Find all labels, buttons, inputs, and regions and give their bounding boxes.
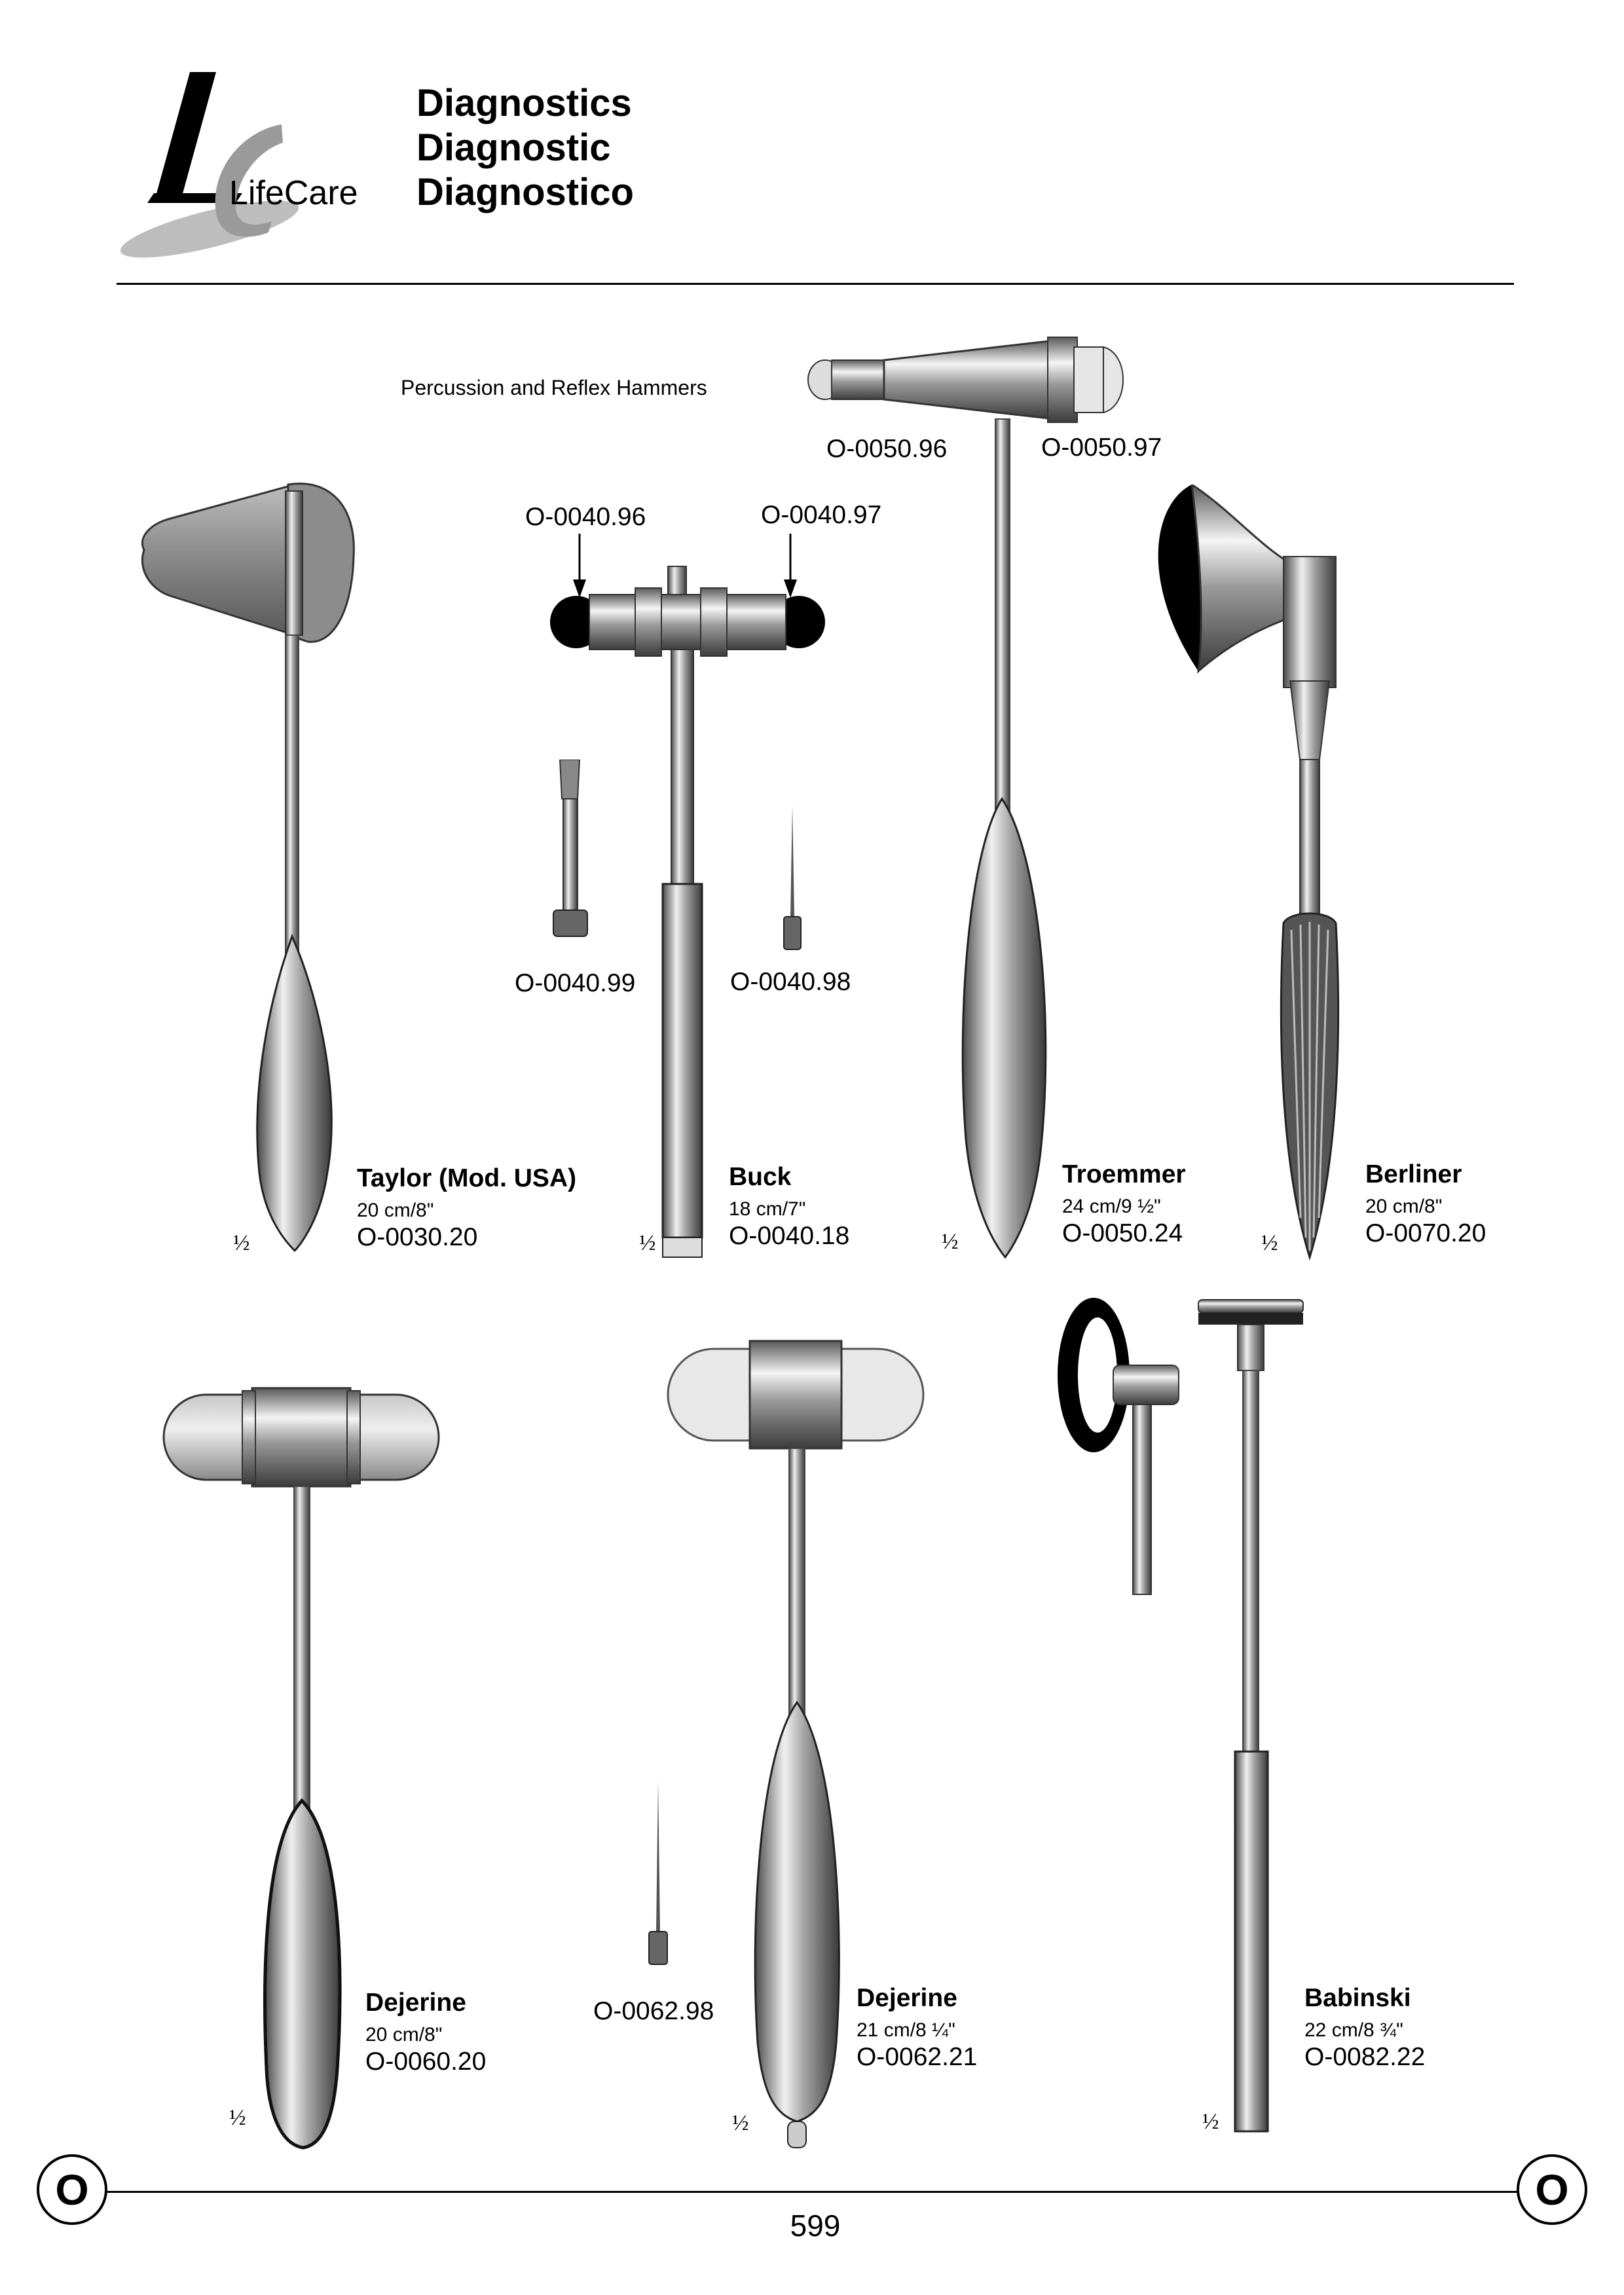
arrow-down-icon bbox=[784, 534, 797, 598]
product-size: 24 cm/9 ½" bbox=[1062, 1196, 1161, 1217]
scale-label: ½ bbox=[1202, 2110, 1219, 2134]
scale-label: ½ bbox=[732, 2111, 749, 2135]
product-code: O-0050.24 bbox=[1062, 1219, 1183, 1247]
arrow-down-icon bbox=[573, 534, 586, 598]
product-caption-berliner: Berliner 20 cm/8" O-0070.20 bbox=[1365, 1160, 1486, 1248]
product-caption-buck: Buck 18 cm/7" O-0040.18 bbox=[729, 1163, 849, 1251]
product-size: 21 cm/8 ¼" bbox=[857, 2019, 955, 2041]
product-caption-dejerine: Dejerine 20 cm/8" O-0060.20 bbox=[365, 1989, 486, 2076]
needle-attachment-illustration bbox=[783, 805, 802, 950]
code-label: O-0040.97 bbox=[761, 501, 882, 529]
code-label: O-0050.96 bbox=[826, 435, 948, 463]
section-marker-left: O bbox=[37, 2154, 107, 2225]
product-size: 20 cm/8" bbox=[357, 1200, 434, 1221]
product-code: O-0062.21 bbox=[857, 2043, 978, 2071]
product-size: 18 cm/7" bbox=[729, 1198, 806, 1220]
scale-label: ½ bbox=[233, 1231, 250, 1255]
title-spanish: Diagnostico bbox=[416, 171, 634, 213]
dejerine-needle-illustration bbox=[648, 1781, 668, 1965]
babinski-head-detail-illustration bbox=[1058, 1298, 1179, 1595]
product-code: O-0060.20 bbox=[365, 2047, 487, 2076]
title-english: Diagnostics bbox=[416, 82, 632, 124]
page-title: Diagnostics Diagnostic Diagnostico bbox=[416, 81, 634, 215]
dejerine-hammer-illustration bbox=[162, 1387, 440, 2150]
header-divider bbox=[117, 283, 1514, 285]
footer-divider bbox=[105, 2191, 1526, 2193]
buck-hammer-illustration bbox=[550, 566, 825, 1258]
product-size: 20 cm/8" bbox=[365, 2024, 443, 2046]
product-name: Taylor (Mod. USA) bbox=[357, 1164, 577, 1192]
product-caption-troemmer: Troemmer 24 cm/9 ½" O-0050.24 bbox=[1062, 1160, 1186, 1248]
page-number: 599 bbox=[790, 2209, 841, 2243]
babinski-hammer-illustration bbox=[1198, 1299, 1304, 2133]
code-label: O-0050.97 bbox=[1041, 433, 1162, 462]
product-name: Buck bbox=[729, 1163, 792, 1191]
code-label: O-0040.99 bbox=[515, 969, 636, 997]
product-name: Babinski bbox=[1304, 1984, 1411, 2012]
brand-name: LifeCare bbox=[229, 174, 358, 212]
product-code: O-0040.18 bbox=[729, 1222, 850, 1250]
code-label: O-0040.98 bbox=[730, 968, 851, 996]
code-label: O-0040.96 bbox=[525, 503, 646, 531]
troemmer-hammer-illustration bbox=[807, 337, 1124, 1259]
section-subtitle: Percussion and Reflex Hammers bbox=[401, 376, 707, 399]
product-caption-dejerine-2: Dejerine 21 cm/8 ¼" O-0062.21 bbox=[857, 1984, 977, 2072]
code-label: O-0062.98 bbox=[593, 1997, 714, 2025]
title-french: Diagnostic bbox=[416, 126, 611, 169]
product-code: O-0070.20 bbox=[1365, 1219, 1486, 1247]
product-caption-taylor: Taylor (Mod. USA) 20 cm/8" O-0030.20 bbox=[357, 1164, 576, 1252]
taylor-hammer-illustration bbox=[141, 483, 355, 1253]
section-marker-right: O bbox=[1517, 2154, 1587, 2225]
product-name: Berliner bbox=[1365, 1160, 1462, 1188]
product-caption-babinski: Babinski 22 cm/8 ¾" O-0082.22 bbox=[1304, 1984, 1425, 2072]
scale-label: ½ bbox=[639, 1231, 656, 1255]
berliner-hammer-illustration bbox=[1158, 485, 1340, 1261]
product-size: 22 cm/8 ¾" bbox=[1304, 2019, 1403, 2041]
product-size: 20 cm/8" bbox=[1365, 1196, 1443, 1217]
brush-attachment-illustration bbox=[553, 760, 588, 937]
scale-label: ½ bbox=[942, 1230, 959, 1254]
lifecare-logo-icon bbox=[120, 72, 299, 258]
product-name: Troemmer bbox=[1062, 1160, 1186, 1188]
dejerine-hammer-illustration-2 bbox=[667, 1340, 925, 2148]
brand-logo: LifeCare bbox=[111, 72, 373, 262]
product-code: O-0082.22 bbox=[1304, 2043, 1426, 2071]
scale-label: ½ bbox=[1261, 1231, 1278, 1255]
product-name: Dejerine bbox=[857, 1984, 957, 2012]
scale-label: ½ bbox=[229, 2106, 246, 2130]
product-code: O-0030.20 bbox=[357, 1223, 478, 1251]
product-name: Dejerine bbox=[365, 1989, 466, 2017]
